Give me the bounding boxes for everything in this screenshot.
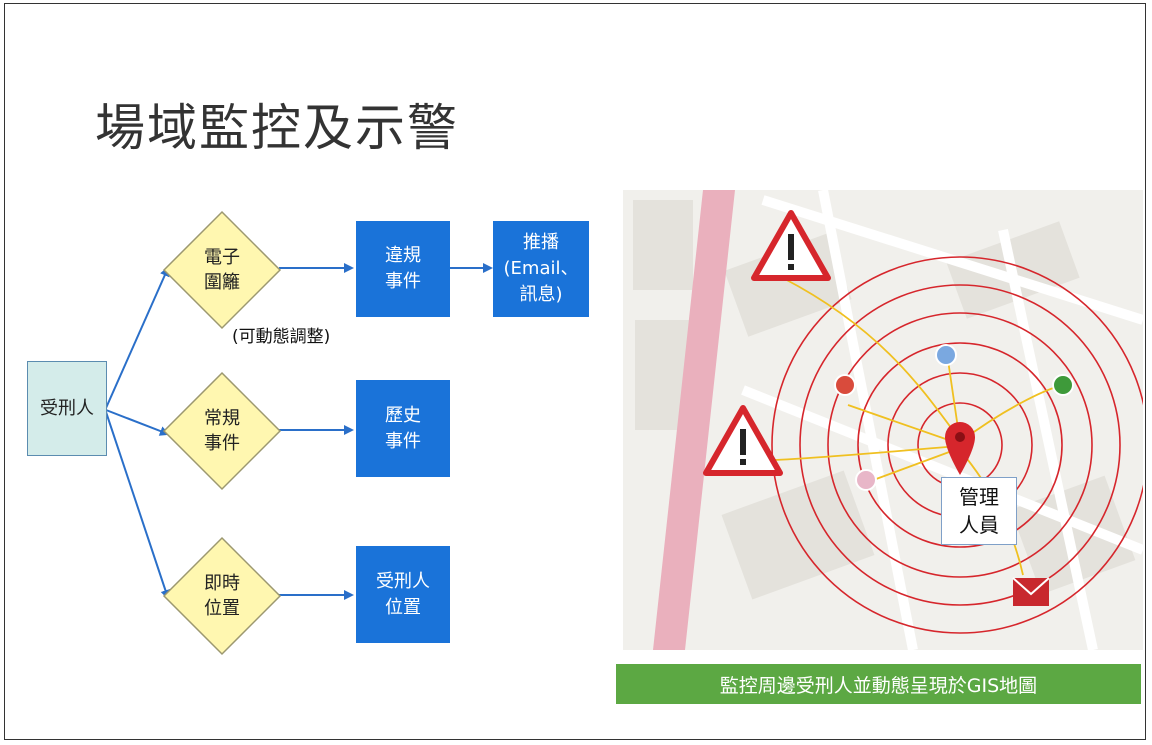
routine-diamond-text: 常規 事件 [167, 406, 277, 456]
history-event-box: 歷史 事件 [356, 380, 450, 477]
arrow-start-to-position [105, 411, 171, 600]
inmate-start-box: 受刑人 [27, 361, 107, 456]
diamond-fence [162, 210, 282, 330]
position-label-1: 即時 [204, 573, 240, 594]
history-label-2: 事件 [385, 430, 421, 452]
arrow-start-to-routine [105, 409, 170, 436]
arrow-start-to-fence [105, 266, 170, 409]
routine-label-2: 事件 [204, 433, 240, 454]
manager-label-1: 管理 [959, 485, 999, 509]
violation-label-1: 違規 [385, 245, 421, 266]
location-label-2: 位置 [385, 596, 421, 618]
history-label-1: 歷史 [385, 404, 421, 426]
inmate-markers [834, 344, 1074, 491]
gis-map-drawing [623, 190, 1143, 650]
routine-label-1: 常規 [204, 408, 240, 429]
violation-event-box: 違規 事件 [356, 221, 450, 317]
fence-label-2: 圍籬 [204, 272, 240, 293]
map-streets [741, 190, 1143, 650]
push-label-3: 訊息) [519, 284, 563, 305]
diamond-position [162, 536, 282, 656]
push-notification-box: 推播 (Email、 訊息) [493, 221, 589, 317]
monitoring-rings [771, 256, 1143, 634]
diamond-routine [162, 371, 282, 491]
warning-sign-top [751, 210, 831, 281]
dynamic-adjust-note: (可動態調整) [232, 327, 331, 347]
slide-title: 場域監控及示警 [95, 99, 459, 157]
mail-icon [1012, 577, 1050, 606]
location-pin-icon [945, 422, 975, 475]
map-caption-banner: 監控周邊受刑人並動態呈現於GIS地圖 [616, 664, 1141, 704]
gis-map [623, 190, 1143, 650]
manager-label-2: 人員 [959, 513, 999, 537]
fence-diamond-text: 電子 圍籬 [167, 245, 277, 295]
inmate-start-label: 受刑人 [40, 397, 94, 419]
manager-label-box: 管理 人員 [941, 477, 1017, 545]
push-label-1: 推播 [523, 232, 559, 253]
map-main-road [653, 190, 735, 650]
location-label-1: 受刑人 [376, 570, 430, 592]
push-label-2: (Email、 [503, 258, 579, 279]
position-diamond-text: 即時 位置 [167, 571, 277, 621]
warning-sign-left [703, 405, 783, 476]
position-label-2: 位置 [204, 598, 240, 619]
fence-label-1: 電子 [204, 247, 240, 268]
violation-label-2: 事件 [385, 271, 421, 292]
inmate-location-box: 受刑人 位置 [356, 546, 450, 643]
